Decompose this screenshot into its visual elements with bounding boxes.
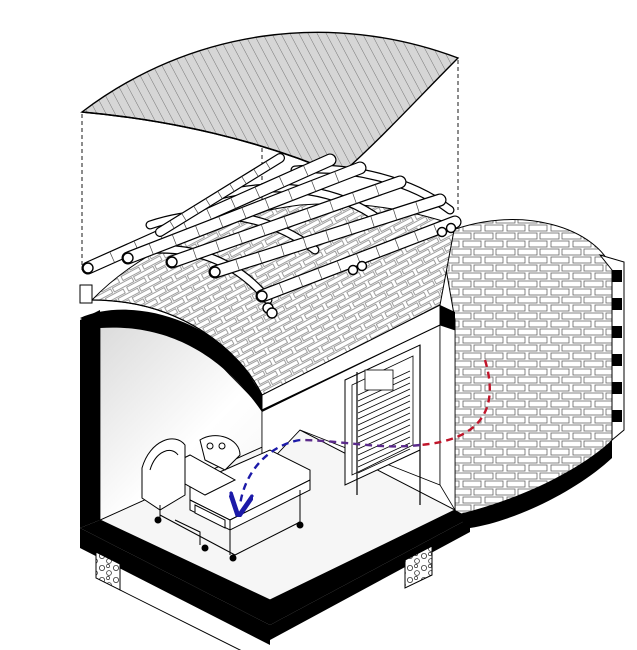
airflow-arrow-icon xyxy=(240,359,491,505)
louver-slat xyxy=(357,394,411,420)
louver-slat xyxy=(357,412,411,438)
window-fan-unit xyxy=(364,369,394,391)
louver-slat xyxy=(357,388,411,414)
louver-slat xyxy=(357,382,411,408)
bamboo-purlin-2 xyxy=(121,161,367,265)
louver-slat xyxy=(357,448,411,474)
bamboo-end-cap xyxy=(122,252,134,264)
bamboo-purlin-3 xyxy=(165,175,407,269)
louver-slat xyxy=(357,436,411,462)
bamboo-end-cap xyxy=(166,256,178,268)
bamboo-end-cap xyxy=(209,266,221,278)
bamboo-roof-frame xyxy=(79,153,462,319)
bamboo-end-cap xyxy=(256,290,268,302)
bamboo-end-cap xyxy=(436,226,448,238)
louver-slat xyxy=(357,418,411,444)
bamboo-end-cap xyxy=(356,260,368,272)
louver-slat xyxy=(357,430,411,456)
frame-post xyxy=(79,284,93,304)
bamboo-end-cap xyxy=(82,262,94,274)
bamboo-end-cap xyxy=(347,264,359,276)
corrugated-roof-sheet xyxy=(80,31,460,176)
louver-slat xyxy=(357,406,411,432)
curved-brick-wall xyxy=(439,219,625,528)
bamboo-ridge-upper xyxy=(155,153,285,237)
bamboo-purlin-4 xyxy=(208,193,447,279)
bamboo-end-cap xyxy=(445,222,457,234)
bamboo-end-cap xyxy=(266,307,278,319)
louver-slat xyxy=(357,400,411,426)
